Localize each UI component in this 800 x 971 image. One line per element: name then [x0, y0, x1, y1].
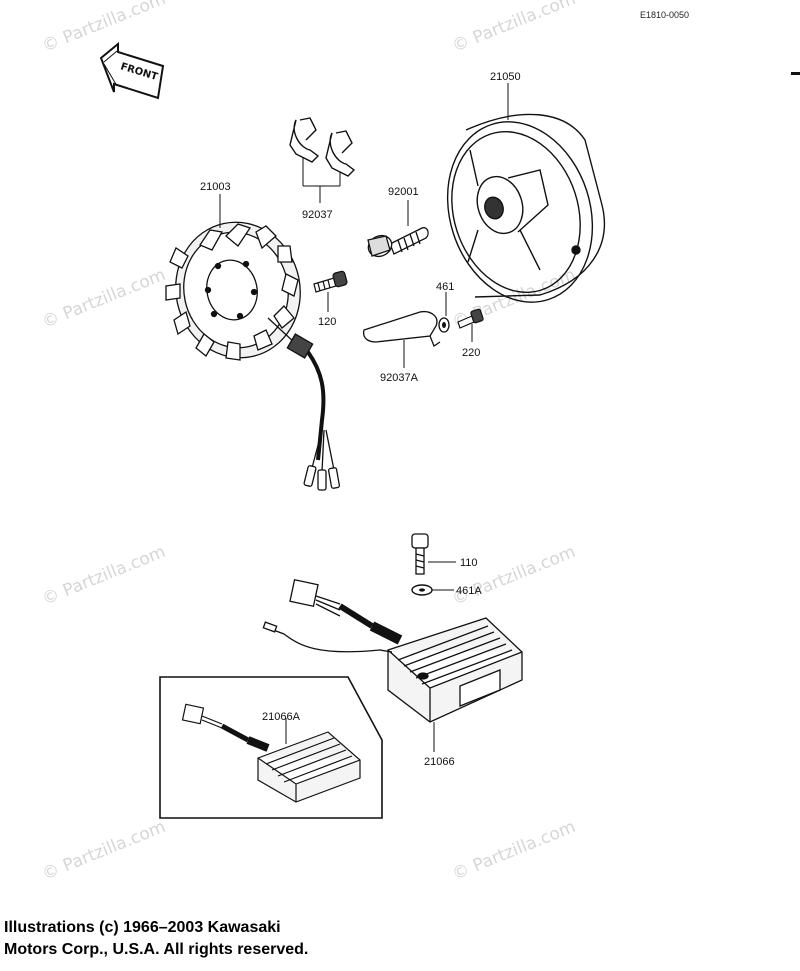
copyright-line-1: Illustrations (c) 1966–2003 Kawasaki — [4, 919, 281, 936]
clamp-92037 — [289, 117, 356, 177]
label-220: 220 — [462, 347, 480, 359]
label-92037: 92037 — [302, 209, 333, 221]
regulator-wiring — [262, 578, 403, 653]
label-92037A: 92037A — [380, 372, 419, 384]
label-461A: 461A — [456, 585, 482, 597]
watermark-8: © Partzilla.com — [449, 817, 578, 885]
label-21050: 21050 — [490, 71, 521, 83]
flywheel-rotor-21050 — [446, 113, 606, 303]
regulator-rectifier-21066 — [387, 617, 523, 723]
washer-461A — [411, 584, 433, 596]
watermark-2: © Partzilla.com — [449, 0, 578, 57]
inset-box — [159, 676, 383, 819]
watermark-6: © Partzilla.com — [449, 542, 578, 610]
copyright-line-2: Motors Corp., U.S.A. All rights reserved… — [4, 941, 309, 958]
diagram-code: E1810-0050 — [640, 10, 689, 20]
washer-461 — [438, 317, 450, 333]
label-120: 120 — [318, 316, 336, 328]
label-110: 110 — [460, 557, 478, 569]
stator-wiring — [267, 317, 341, 491]
watermark-5: © Partzilla.com — [39, 542, 168, 610]
label-21066A: 21066A — [262, 711, 301, 723]
screw-120 — [313, 270, 348, 293]
label-21003: 21003 — [200, 181, 231, 193]
edge-mark — [791, 72, 800, 75]
bolt-110 — [411, 533, 429, 575]
watermark-7: © Partzilla.com — [39, 817, 168, 885]
plate-92037A — [362, 310, 441, 347]
front-arrow: FRONT — [99, 41, 165, 100]
label-21066: 21066 — [424, 756, 455, 768]
copyright-notice: Illustrations (c) 1966–2003 Kawasaki Mot… — [4, 917, 308, 961]
stator-21003 — [165, 221, 301, 361]
regulator-rectifier-21066A — [181, 703, 361, 803]
label-461: 461 — [436, 281, 454, 293]
watermark-3: © Partzilla.com — [39, 265, 168, 333]
screw-220 — [457, 308, 484, 329]
label-92001: 92001 — [388, 186, 419, 198]
leader-92037 — [302, 158, 341, 203]
bolt-92001 — [367, 227, 429, 258]
watermark-1: © Partzilla.com — [39, 0, 168, 57]
